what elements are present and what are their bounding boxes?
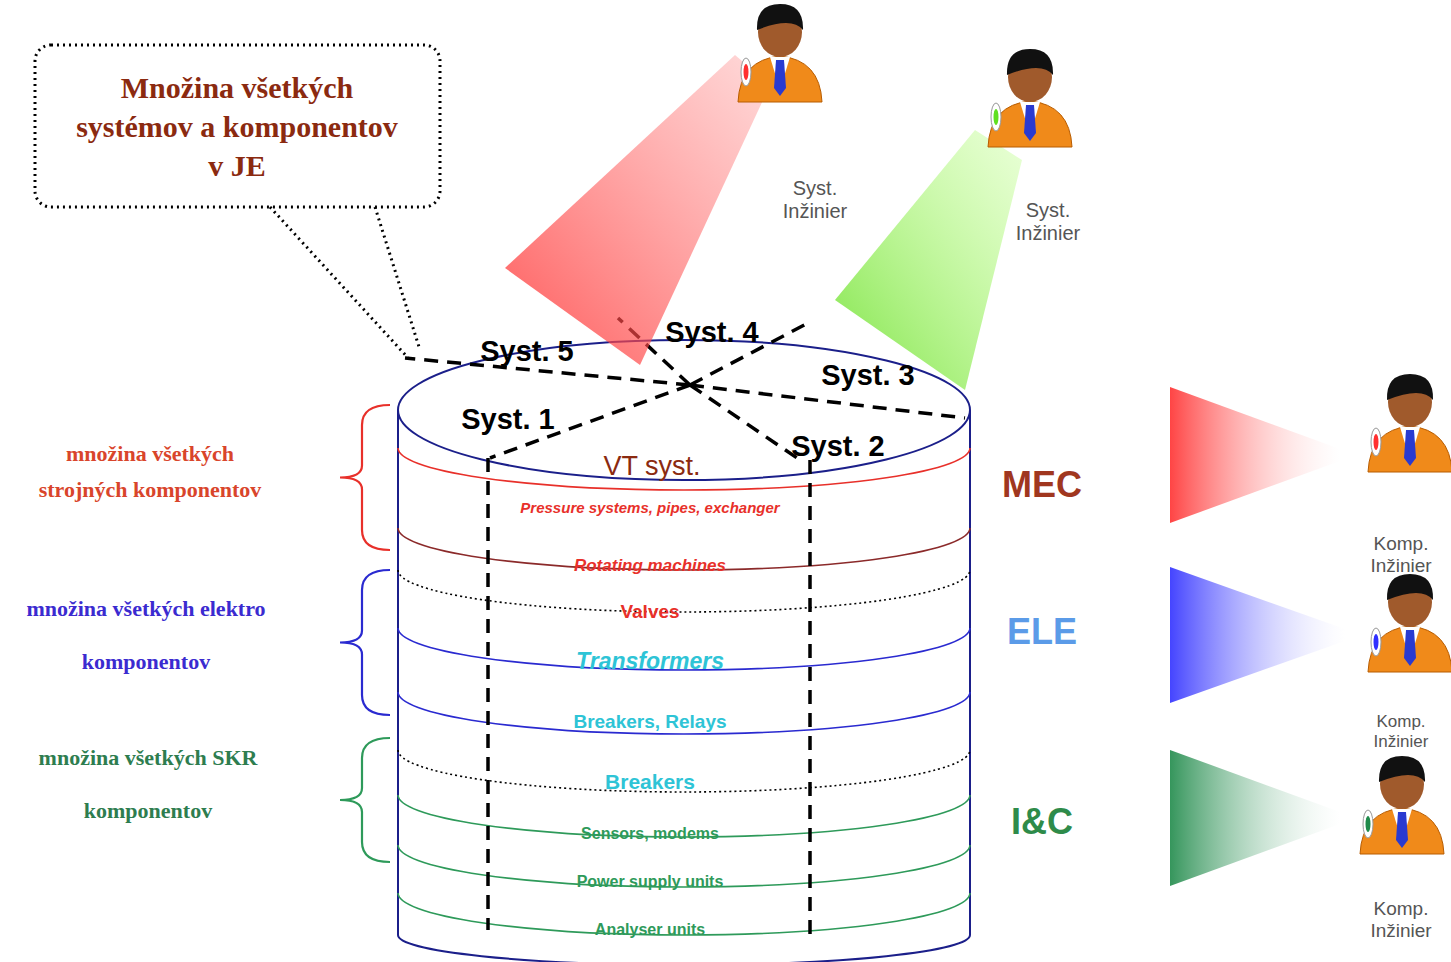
light-beam xyxy=(835,130,1022,390)
callout-box: Množina všetkých systémov a komponentov … xyxy=(72,68,402,185)
band-text: Power supply units xyxy=(495,873,805,891)
system-label: Syst. 1 xyxy=(453,403,563,436)
engineer-figure xyxy=(1368,374,1451,472)
band-text: Breakers xyxy=(495,770,805,793)
engineer-figure xyxy=(988,49,1072,147)
discipline-label: ELE xyxy=(987,611,1097,652)
role-label: Syst. Inžinier xyxy=(993,199,1103,245)
system-label: Syst. 5 xyxy=(472,335,582,368)
band-text: Breakers, Relays xyxy=(495,712,805,733)
component-band: Breakers, Relays xyxy=(495,712,805,733)
curly-bracket xyxy=(340,570,390,715)
band-text: Rotating machines xyxy=(495,557,805,576)
band-text: Valves xyxy=(495,602,805,623)
band-text: Pressure systems, pipes, exchanger xyxy=(495,500,805,517)
callout-pointer xyxy=(270,207,420,360)
band-text: Analyser units xyxy=(495,921,805,939)
group-label: množina všetkých strojných komponentov xyxy=(25,436,275,509)
band-text: Sensors, modems xyxy=(495,825,805,843)
group-label: množina všetkých SKR komponentov xyxy=(18,732,278,838)
system-label: Syst. 2 xyxy=(783,430,893,463)
callout-text: Množina všetkých systémov a komponentov … xyxy=(72,68,402,185)
sector-line xyxy=(690,385,800,460)
role-label: Syst. Inžinier xyxy=(760,177,870,223)
component-band: Pressure systems, pipes, exchanger xyxy=(495,500,805,517)
component-band: Valves xyxy=(495,602,805,623)
system-label: Syst. 4 xyxy=(657,316,767,349)
component-band: Power supply units xyxy=(495,873,805,891)
group-label: množina všetkých elektro komponentov xyxy=(6,583,286,689)
light-beam xyxy=(1170,567,1345,703)
component-band: Breakers xyxy=(495,770,805,793)
cylinder-body xyxy=(398,410,970,962)
discipline-label: MEC xyxy=(987,464,1097,505)
light-beam xyxy=(505,55,770,365)
role-label: Komp. Inžinier xyxy=(1356,712,1446,751)
light-beam xyxy=(1170,750,1340,886)
engineer-figure xyxy=(738,4,822,102)
component-band: Analyser units xyxy=(495,921,805,939)
component-band: Transformers xyxy=(495,649,805,674)
curly-bracket xyxy=(340,738,390,862)
callout-outline xyxy=(35,45,440,207)
band-text: Transformers xyxy=(495,649,805,674)
band-line xyxy=(398,570,970,612)
engineer-figure xyxy=(1360,756,1444,854)
vt-column-line xyxy=(808,460,812,935)
band-line xyxy=(398,692,970,734)
role-label: Komp. Inžinier xyxy=(1356,533,1446,577)
component-band: Sensors, modems xyxy=(495,825,805,843)
discipline-label: I&C xyxy=(987,801,1097,842)
curly-bracket xyxy=(340,405,390,550)
vt-system-label: VT syst. xyxy=(582,451,722,482)
role-label: Komp. Inžinier xyxy=(1356,898,1446,942)
system-label: Syst. 3 xyxy=(813,359,923,392)
light-beam xyxy=(1170,387,1340,523)
vt-column-line xyxy=(486,458,490,930)
component-band: Rotating machines xyxy=(495,557,805,576)
engineer-figure xyxy=(1368,574,1451,672)
